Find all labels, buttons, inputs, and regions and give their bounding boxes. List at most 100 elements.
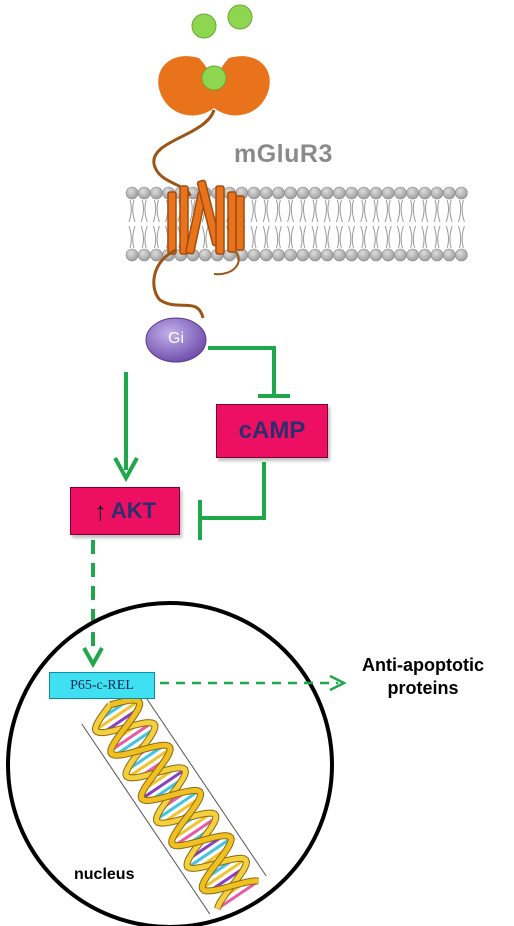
lipid-head — [442, 248, 456, 262]
lipid-head — [308, 248, 322, 262]
lipid-tail — [348, 225, 356, 249]
activation-arrowhead — [113, 457, 139, 483]
lipid-head — [381, 186, 395, 200]
camp-box: cAMP — [216, 404, 328, 458]
expression-arrowhead — [329, 674, 347, 692]
lipid-head — [357, 186, 371, 200]
receptor-label: mGluR3 — [234, 140, 333, 168]
lipid-tail — [372, 199, 380, 223]
nucleus-circle — [6, 601, 334, 926]
ligand-molecules — [191, 4, 253, 39]
lipid-head — [247, 186, 261, 200]
lipid-tail — [335, 225, 343, 249]
lipid-head — [345, 186, 358, 200]
lipid-head — [418, 248, 432, 262]
helix-guide-line — [81, 723, 211, 915]
lipid-head — [259, 186, 273, 200]
bound-ligand — [201, 65, 227, 91]
dna-base-pair — [173, 816, 217, 847]
lipid-head — [125, 248, 139, 262]
lipid-tail — [262, 199, 270, 223]
lipid-tail — [299, 225, 307, 249]
lipid-tail — [457, 199, 465, 223]
receptor-mglur3 — [152, 56, 270, 319]
inhibition-line-camp-akt — [200, 462, 266, 520]
lipid-head — [369, 186, 383, 200]
dna-base-pair — [94, 699, 140, 732]
p65-c-rel-box: P65-c-REL — [49, 672, 155, 699]
lipid-tail — [384, 225, 392, 249]
lipid-head — [137, 186, 151, 200]
lipid-head — [150, 248, 163, 262]
lipid-tail — [360, 199, 368, 223]
lipid-head — [125, 186, 139, 200]
lipid-tail — [348, 199, 356, 223]
lipid-head — [394, 248, 407, 262]
lipid-head — [357, 248, 371, 262]
lipid-head — [345, 248, 358, 262]
lipid-tail — [250, 225, 258, 249]
nucleus-label: nucleus — [74, 866, 135, 883]
lipid-head — [455, 248, 468, 262]
lipid-tail — [299, 199, 307, 223]
lipid-head — [381, 248, 395, 262]
lipid-head — [150, 186, 163, 200]
lipid-head — [442, 186, 456, 200]
lipid-tail — [128, 199, 136, 223]
lipid-tail — [433, 199, 441, 223]
lipid-head — [406, 186, 419, 200]
lipid-head — [394, 186, 407, 200]
lipid-head — [430, 186, 444, 200]
lipid-head — [455, 186, 468, 200]
lipid-tail — [335, 199, 343, 223]
lipid-tail — [311, 225, 319, 249]
camp-label: cAMP — [238, 417, 306, 444]
lipid-head — [198, 248, 212, 262]
lipid-tail — [409, 199, 417, 223]
dna-base-pair — [109, 721, 153, 752]
lipid-head — [259, 248, 273, 262]
dna-base-pair — [216, 879, 260, 911]
dna-base-pair — [201, 858, 247, 890]
lipid-tail — [396, 199, 404, 223]
up-arrow-icon: ↑ — [93, 496, 107, 526]
lipid-head — [296, 248, 310, 262]
dna-backbone — [108, 697, 259, 894]
dna-base-pair — [155, 789, 200, 821]
dna-base-pair — [140, 768, 186, 800]
p65-c-rel-label: P65-c-REL — [70, 677, 134, 693]
lipid-tail — [128, 225, 136, 249]
cell-membrane — [125, 186, 468, 262]
lipid-tail — [274, 199, 282, 223]
lipid-head — [247, 248, 261, 262]
lipid-tail — [421, 225, 429, 249]
ligand-molecule — [191, 13, 217, 39]
dna-helix-image — [81, 685, 267, 915]
lipid-tail — [396, 225, 404, 249]
lipid-head — [418, 186, 432, 200]
lipid-tail — [152, 225, 160, 249]
dna-base-pair — [114, 727, 156, 757]
lipid-head — [137, 248, 151, 262]
lipid-head — [333, 186, 346, 200]
lipid-head — [296, 186, 310, 200]
translocation-arrowhead — [82, 647, 104, 669]
lipid-head — [320, 186, 334, 200]
lipid-tail — [274, 225, 282, 249]
lipid-tail — [152, 199, 160, 223]
lipid-tail — [372, 225, 380, 249]
ligand-molecule — [227, 4, 253, 30]
lipid-head — [284, 186, 297, 200]
lipid-head — [430, 248, 444, 262]
inhibition-line-gi-camp — [208, 346, 276, 396]
lipid-tail — [287, 199, 295, 223]
lipid-tail — [201, 225, 209, 249]
lipid-head — [369, 248, 383, 262]
akt-label: AKT — [110, 498, 157, 523]
lipid-tail — [250, 199, 258, 223]
lipid-head — [333, 248, 346, 262]
anti-apoptotic-proteins-label: Anti-apoptotic proteins — [362, 655, 484, 698]
lipid-head — [308, 186, 322, 200]
lipid-tail — [445, 225, 453, 249]
